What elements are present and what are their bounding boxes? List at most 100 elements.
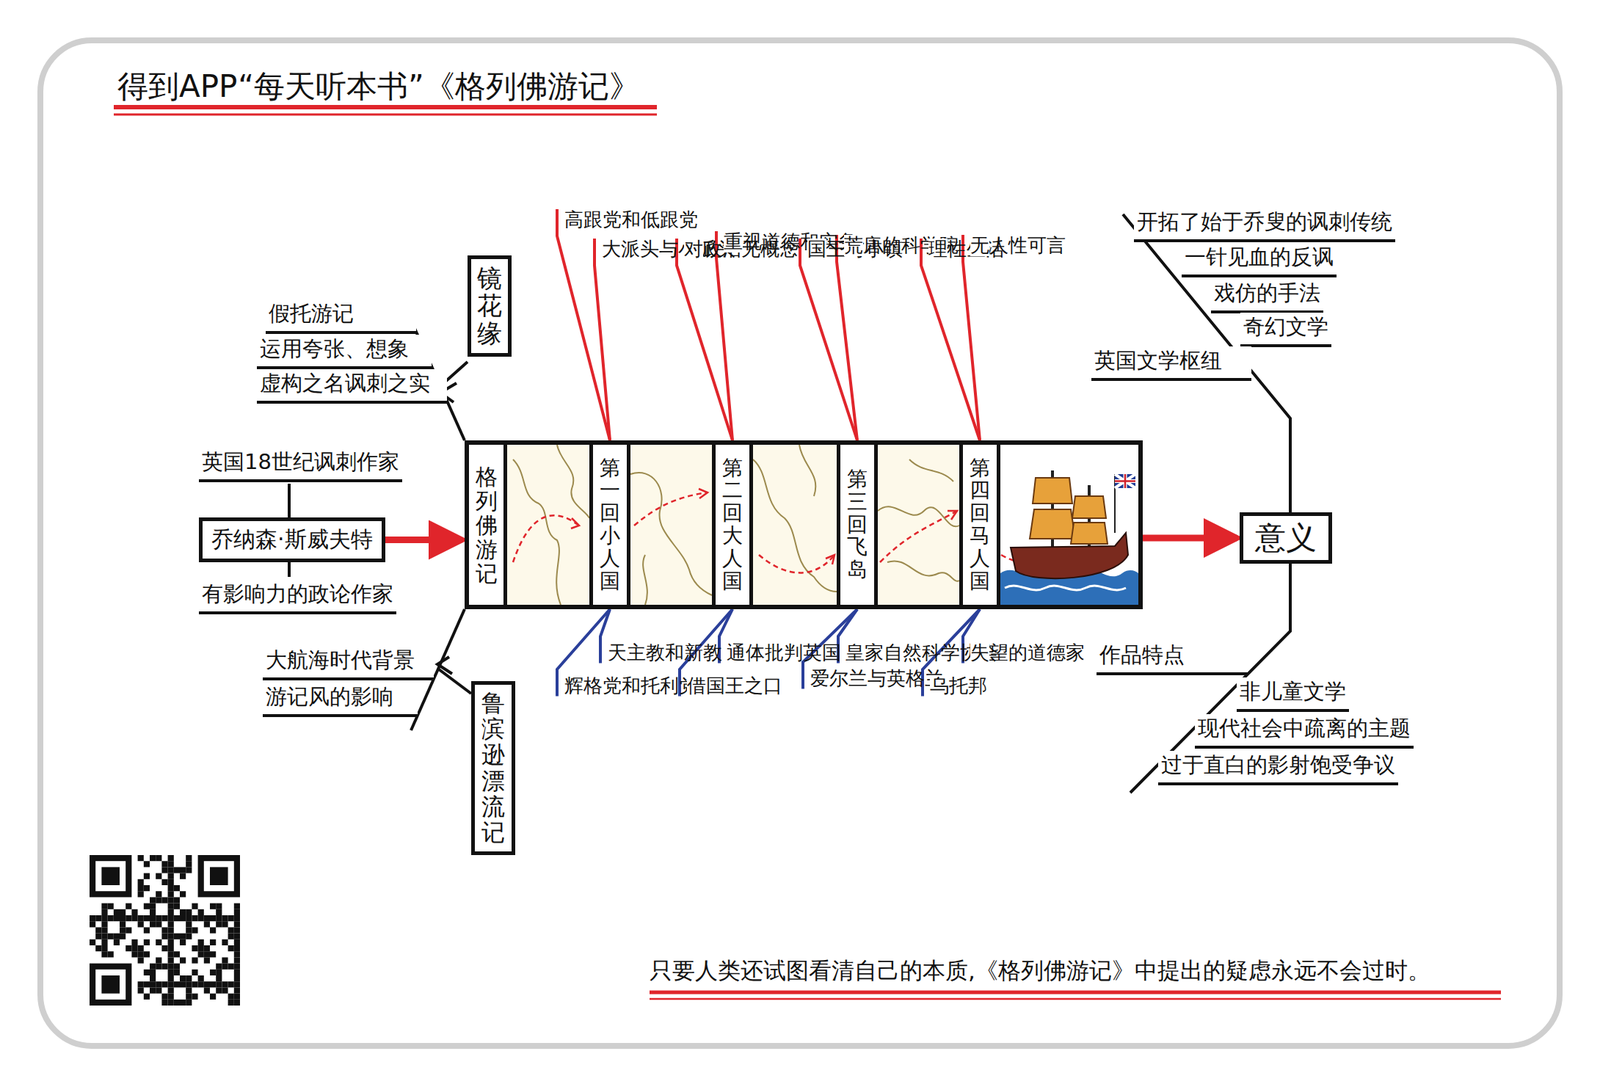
qr-module <box>119 921 126 927</box>
qr-module <box>185 987 192 994</box>
qr-module <box>221 957 228 963</box>
qr-module <box>155 957 162 963</box>
qr-module <box>204 987 210 994</box>
qr-module <box>204 957 210 963</box>
qr-finder <box>95 860 126 892</box>
ship <box>1000 470 1139 605</box>
qr-module <box>185 993 192 1000</box>
qr-module <box>95 945 102 952</box>
qr-module <box>95 915 102 922</box>
sail <box>1029 509 1076 539</box>
qr-module <box>179 939 186 946</box>
qr-module <box>125 915 132 922</box>
qr-module <box>168 987 174 994</box>
bone-label: 辉格党和托利党 <box>564 675 584 697</box>
qr-module <box>155 915 162 922</box>
qr-module <box>228 999 235 1006</box>
qr-module <box>234 933 240 940</box>
qr-module <box>125 903 132 910</box>
bone-label: 无人性可言 <box>970 234 990 257</box>
qr-module <box>137 921 144 927</box>
qr-finder <box>198 855 240 897</box>
qr-finder <box>95 969 126 1000</box>
qr-module <box>161 963 168 970</box>
qr-module <box>155 873 162 880</box>
qr-finder <box>101 866 120 886</box>
qr-module <box>204 945 210 952</box>
qr-module <box>143 915 150 922</box>
route-arrowhead <box>698 488 708 499</box>
qr-module <box>198 909 205 916</box>
coastline <box>557 444 590 519</box>
qr-module <box>168 999 174 1006</box>
coastline <box>513 459 561 605</box>
voyage-route <box>513 515 580 563</box>
bone-label: 理性生活 <box>928 238 948 260</box>
branch-label: 运用夸张、想象 <box>256 334 432 370</box>
qr-module <box>101 945 108 952</box>
qr-module <box>143 939 150 946</box>
qr-module <box>173 896 180 903</box>
qr-module <box>143 981 150 988</box>
qr-module <box>228 945 235 952</box>
qr-module <box>234 951 240 958</box>
qr-module <box>191 993 198 1000</box>
red-bone <box>962 234 980 441</box>
qr-module <box>168 921 174 927</box>
qr-module <box>173 866 180 873</box>
qr-module <box>107 915 114 922</box>
qr-module <box>95 933 102 940</box>
qr-module <box>143 860 150 867</box>
qr-module <box>221 921 228 927</box>
qr-module <box>209 993 216 1000</box>
chapter-cell: 第一回小人国 <box>589 444 631 605</box>
qr-module <box>168 969 174 976</box>
qr-module <box>113 939 120 946</box>
qr-module <box>204 951 210 958</box>
qr-finder <box>101 975 120 994</box>
bone-label: 借国王之口 <box>686 675 707 697</box>
qr-module <box>209 939 216 946</box>
qr-module <box>89 939 96 946</box>
qr-module <box>149 896 156 903</box>
qr-module <box>191 981 198 988</box>
qr-module <box>198 951 205 958</box>
qr-module <box>204 921 210 927</box>
qr-module <box>168 873 174 880</box>
qr-module <box>179 873 186 880</box>
related-book-box: 鲁滨逊漂流记 <box>471 681 516 856</box>
qr-module <box>161 866 168 873</box>
qr-module <box>89 915 96 922</box>
qr-module <box>161 926 168 933</box>
qr-module <box>185 860 192 867</box>
red-bone <box>594 238 610 441</box>
qr-module <box>215 909 222 916</box>
qr-module <box>215 915 222 922</box>
qr-module <box>119 915 126 922</box>
qr-module <box>143 993 150 1000</box>
node-text: 第一回小人国 <box>599 457 621 594</box>
map-ground <box>877 444 960 605</box>
branch-label: 虚构之名讽刺之实 <box>256 369 447 404</box>
qr-module <box>107 903 114 910</box>
sail <box>1072 496 1107 519</box>
qr-module <box>215 987 222 994</box>
node-text: 鲁滨逊漂流记 <box>481 690 505 846</box>
qr-module <box>149 975 156 982</box>
qr-module <box>119 933 126 940</box>
bone-label: 爱尔兰与英格兰 <box>810 667 830 690</box>
qr-module <box>131 945 138 952</box>
qr-module <box>125 945 132 952</box>
qr-module <box>185 915 192 922</box>
qr-module <box>168 963 174 970</box>
qr-module <box>215 975 222 982</box>
branch-label: 过于直白的影射饱受争议 <box>1158 750 1399 786</box>
qr-module <box>168 975 174 982</box>
qr-module <box>209 903 216 910</box>
qr-module <box>168 855 174 861</box>
qr-module <box>191 969 198 976</box>
qr-module <box>228 915 235 922</box>
map-illustration <box>468 444 1139 605</box>
qr-module <box>149 903 156 910</box>
